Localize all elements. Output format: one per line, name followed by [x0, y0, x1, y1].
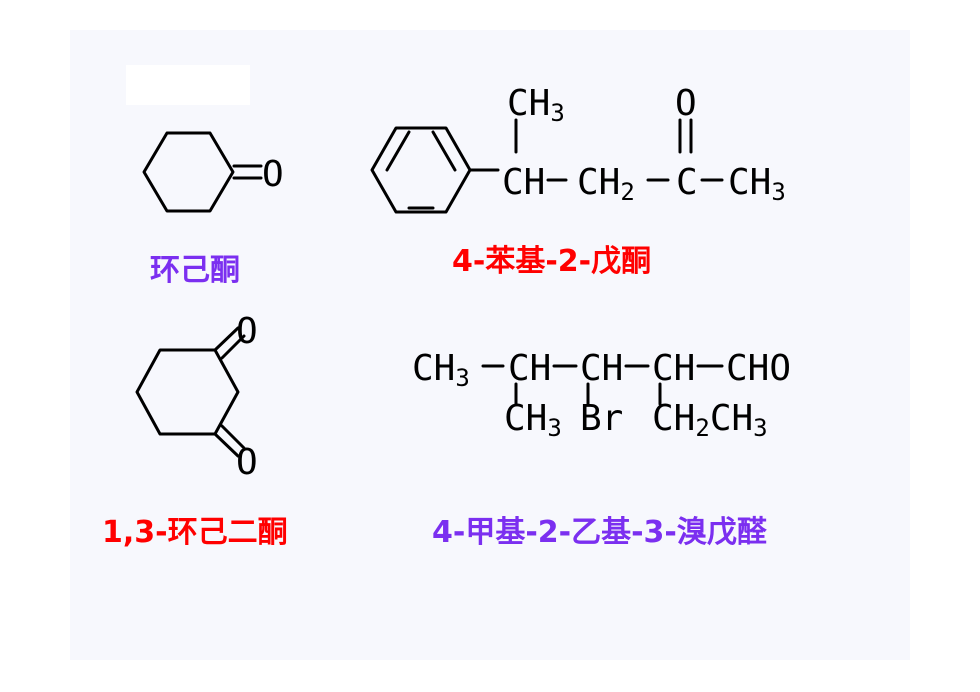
benzene-inner-bond-1	[431, 130, 457, 172]
name-cyclohexanone: 环己酮	[150, 253, 240, 288]
pentanal-structure: CH3 CH CH CH CHO CH3 Br CH2CH3	[412, 348, 791, 442]
name-phenylpentanone: 4-苯基-2-戊酮	[452, 244, 652, 279]
methyl-group-top: CH3	[507, 83, 565, 127]
oxygen-top-label: O	[236, 311, 258, 352]
name-cyclohexanedione: 1,3-环己二酮	[102, 515, 288, 550]
ketone-oxygen-label: O	[675, 83, 697, 124]
chain-group-ch-b: CH	[580, 348, 623, 389]
phenylpentanone-structure: CH3 O CH CH2 C CH3	[370, 83, 786, 214]
carbonyl-bond-top-1	[213, 326, 240, 352]
chain-group-cho: CHO	[726, 348, 791, 389]
chain-group-c: C	[676, 162, 698, 203]
carbonyl-bond-bottom-1	[213, 432, 240, 458]
cyclohexanedione-structure: O O	[135, 311, 258, 483]
chain-group-ch-c: CH	[652, 348, 695, 389]
chain-group-ch2: CH2	[577, 162, 635, 206]
benzene-inner-bond-2	[385, 130, 411, 172]
benzene-ring	[370, 126, 472, 214]
chain-group-ch-a: CH	[508, 348, 551, 389]
branch-ethyl: CH2CH3	[652, 398, 768, 442]
oxygen-bottom-label: O	[236, 442, 258, 483]
branch-methyl: CH3	[504, 398, 562, 442]
name-pentanal: 4-甲基-2-乙基-3-溴戊醛	[432, 515, 767, 550]
chain-group-ch: CH	[502, 162, 545, 203]
carbonyl-bond-top-2	[220, 334, 246, 360]
cyclohexane-ring-2	[135, 348, 240, 436]
chain-group-ch3: CH3	[728, 162, 786, 206]
cyclohexane-ring	[142, 131, 235, 213]
blank-label-box	[126, 65, 250, 105]
oxygen-label: O	[262, 154, 284, 195]
cyclohexanone-structure: O	[142, 131, 284, 213]
branch-bromo: Br	[580, 398, 623, 439]
chain-group-ch3: CH3	[412, 348, 470, 392]
carbonyl-bond-bottom-2	[220, 424, 246, 450]
